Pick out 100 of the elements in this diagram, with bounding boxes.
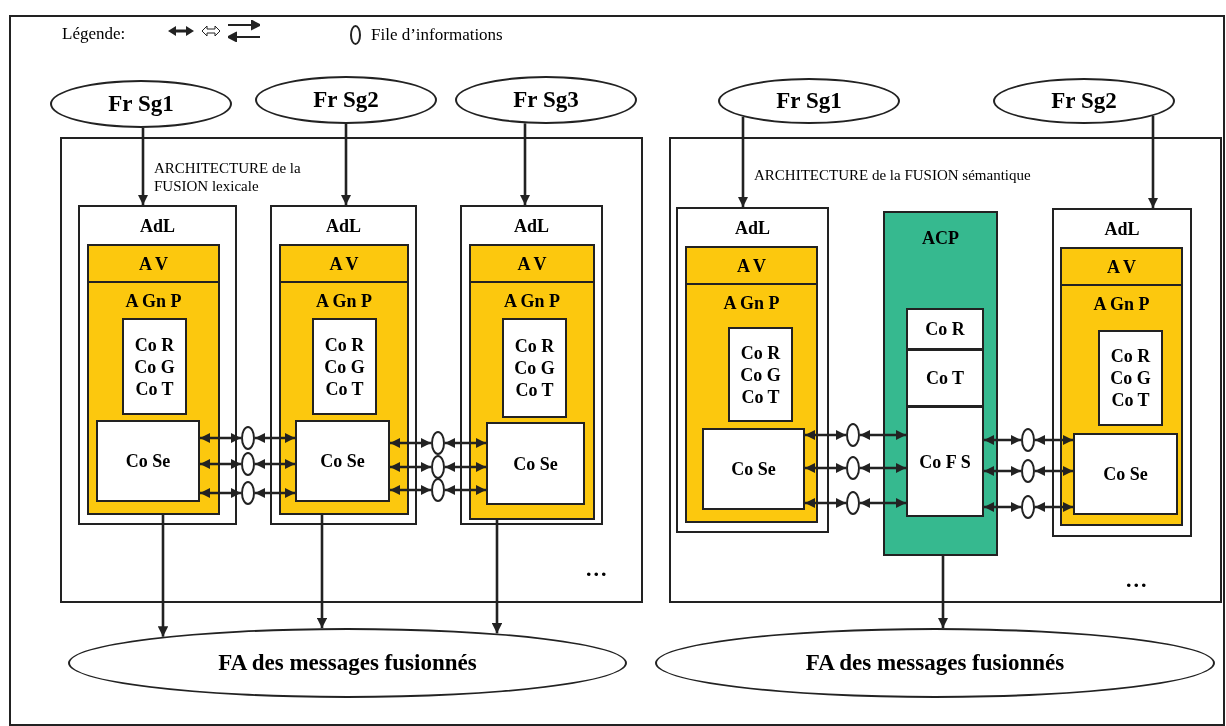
arrow bbox=[984, 434, 1021, 446]
module-label: AdL bbox=[1104, 217, 1140, 240]
arrow bbox=[255, 432, 295, 444]
arrow bbox=[519, 123, 531, 205]
block-label: A Gn P bbox=[125, 290, 182, 312]
module-label: AdL bbox=[735, 216, 770, 239]
arrow bbox=[1147, 116, 1159, 208]
arrow bbox=[860, 462, 906, 474]
queue-oval bbox=[241, 452, 255, 476]
component-label: Co F S bbox=[919, 450, 971, 473]
band-label: A V bbox=[329, 252, 359, 275]
legend-text: File d’informations bbox=[371, 24, 503, 46]
arrow bbox=[984, 501, 1021, 513]
component-label: Co Se bbox=[513, 452, 558, 475]
block-label: A Gn P bbox=[316, 290, 372, 312]
analysis-block bbox=[685, 246, 818, 523]
ellipse-label: FA des messages fusionnés bbox=[805, 648, 1065, 677]
queue-oval bbox=[431, 455, 445, 479]
ellipsis-mark: ... bbox=[586, 555, 609, 583]
analysis-block bbox=[87, 244, 220, 515]
arrow bbox=[137, 128, 149, 205]
component-box bbox=[1098, 330, 1163, 426]
acp-block bbox=[883, 211, 998, 556]
arrow bbox=[157, 515, 169, 637]
component-box bbox=[312, 318, 377, 415]
queue-oval bbox=[846, 491, 860, 515]
component-label: Co R bbox=[925, 318, 965, 340]
arrow bbox=[200, 432, 241, 444]
arrow bbox=[937, 556, 949, 628]
arrow bbox=[255, 487, 295, 499]
component-box bbox=[906, 308, 984, 350]
component-box bbox=[702, 428, 805, 510]
architecture-panel bbox=[669, 137, 1222, 603]
analysis-block bbox=[469, 244, 595, 520]
block-label: A Gn P bbox=[504, 290, 560, 312]
panel-title: ARCHITECTURE de la FUSION sémantique bbox=[754, 166, 1032, 184]
component-label: Co G bbox=[1110, 367, 1151, 389]
arrow bbox=[1035, 501, 1073, 513]
arrow bbox=[1035, 434, 1073, 446]
arrow bbox=[390, 484, 431, 496]
arrow bbox=[984, 465, 1021, 477]
component-label: Co R bbox=[1110, 345, 1151, 367]
component-label: Co Se bbox=[125, 450, 171, 472]
component-label: Co Se bbox=[1103, 463, 1148, 485]
analysis-block bbox=[1060, 247, 1183, 526]
component-label: Co T bbox=[135, 377, 174, 400]
component-label: Co R bbox=[324, 333, 365, 356]
module-box bbox=[270, 205, 417, 525]
arrow bbox=[491, 520, 503, 634]
queue-oval bbox=[846, 456, 860, 480]
legend-title: Légende: bbox=[62, 23, 126, 45]
queue-oval bbox=[431, 431, 445, 455]
component-box bbox=[96, 420, 200, 502]
block-label: A Gn P bbox=[723, 292, 780, 314]
band-label: A V bbox=[1106, 255, 1137, 278]
component-box bbox=[1073, 433, 1178, 515]
module-box bbox=[460, 205, 603, 525]
ellipse-label: Fr Sg3 bbox=[513, 85, 579, 114]
module-label: AdL bbox=[140, 214, 175, 237]
component-box bbox=[295, 420, 390, 502]
arrow bbox=[805, 429, 846, 441]
ellipse-label: Fr Sg2 bbox=[1051, 86, 1117, 115]
component-label: Co Se bbox=[320, 450, 365, 472]
ellipse-label: Fr Sg1 bbox=[108, 89, 174, 118]
module-label: AdL bbox=[326, 214, 361, 237]
module-box bbox=[1052, 208, 1192, 537]
block-label: ACP bbox=[922, 227, 959, 249]
arrow bbox=[390, 437, 431, 449]
component-label: Co R bbox=[514, 335, 555, 357]
arrow bbox=[200, 487, 241, 499]
queue-oval bbox=[1021, 459, 1035, 483]
ellipse-label: Fr Sg2 bbox=[313, 85, 379, 114]
architecture-panel bbox=[60, 137, 643, 603]
component-label: Co T bbox=[515, 379, 554, 401]
queue-oval bbox=[1021, 428, 1035, 452]
component-label: Co G bbox=[740, 363, 781, 386]
arrow bbox=[200, 458, 241, 470]
band-label: A V bbox=[517, 252, 547, 275]
component-label: Co T bbox=[741, 385, 780, 408]
queue-oval bbox=[241, 481, 255, 505]
component-label: Co T bbox=[325, 377, 364, 400]
arrow bbox=[445, 437, 486, 449]
component-box bbox=[502, 318, 567, 418]
module-label: AdL bbox=[514, 214, 549, 237]
band-label: A V bbox=[736, 254, 767, 277]
module-box bbox=[676, 207, 829, 533]
arrow bbox=[390, 461, 431, 473]
component-box bbox=[906, 406, 984, 517]
ellipse-label: Fr Sg1 bbox=[776, 86, 842, 115]
component-label: Co R bbox=[134, 333, 175, 356]
arrow bbox=[316, 515, 328, 629]
component-label: Co T bbox=[1111, 389, 1150, 411]
component-box bbox=[122, 318, 187, 415]
queue-oval bbox=[431, 478, 445, 502]
arrow bbox=[340, 124, 352, 205]
queue-oval bbox=[846, 423, 860, 447]
arrow bbox=[255, 458, 295, 470]
component-label: Co G bbox=[514, 357, 555, 379]
ellipsis-mark: ... bbox=[1126, 566, 1149, 594]
arrow bbox=[445, 484, 486, 496]
